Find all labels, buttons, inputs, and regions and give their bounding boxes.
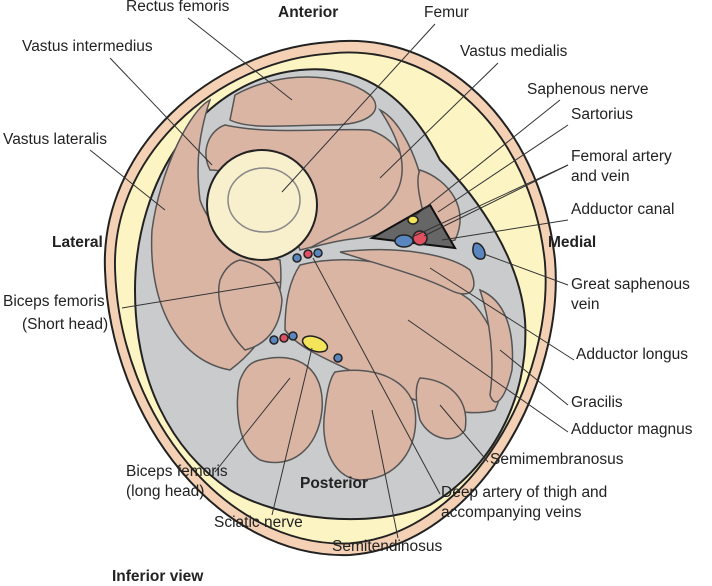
label-vastus-medialis: Vastus medialis <box>460 43 568 60</box>
gracilis-muscle <box>478 288 514 403</box>
label-femoral-vein: and vein <box>571 168 630 185</box>
femoral-vein-mark <box>394 234 414 248</box>
adductor-longus-muscle <box>339 249 475 295</box>
label-vastus-intermedius: Vastus intermedius <box>22 38 153 55</box>
label-adductor-magnus: Adductor magnus <box>571 421 693 438</box>
biceps-long-head-muscle <box>236 356 323 464</box>
label-adductor-canal: Adductor canal <box>571 201 675 218</box>
vessel-mark <box>288 331 298 341</box>
deep-artery-mark <box>303 249 313 259</box>
label-medial: Medial <box>548 234 597 251</box>
sciatic-nerve-mark <box>301 335 329 353</box>
label-femur: Femur <box>424 4 469 21</box>
label-anterior: Anterior <box>278 4 339 21</box>
label-rectus-femoris: Rectus femoris <box>126 0 230 15</box>
label-gracilis: Gracilis <box>571 394 623 411</box>
label-sciatic-nerve: Sciatic nerve <box>214 514 303 531</box>
rectus-femoris-muscle <box>229 76 377 127</box>
label-great-saphenous: Great saphenous <box>571 276 690 293</box>
semitendinosus-muscle <box>323 369 417 481</box>
leader-lines <box>89 17 575 539</box>
semimembranosus-muscle <box>415 377 467 440</box>
label-vastus-lateralis: Vastus lateralis <box>3 131 107 148</box>
label-semitendinosus: Semitendinosus <box>332 538 443 555</box>
label-semimembranosus: Semimembranosus <box>490 451 624 468</box>
label-lateral: Lateral <box>52 234 103 251</box>
label-biceps-long: Biceps femoris <box>126 463 228 480</box>
label-deep-artery: Deep artery of thigh and <box>441 484 608 501</box>
label-adductor-longus: Adductor longus <box>576 346 689 363</box>
vessel-mark <box>279 333 289 343</box>
femur-marrow <box>227 167 301 233</box>
label-sartorius: Sartorius <box>571 106 634 123</box>
great-saphenous-vein-mark <box>472 242 486 260</box>
deep-vein-mark <box>292 253 302 263</box>
label-saphenous-nerve: Saphenous nerve <box>527 81 649 98</box>
label-posterior: Posterior <box>300 475 369 492</box>
saphenous-nerve-mark <box>407 215 419 225</box>
deep-vein-mark <box>313 248 323 258</box>
label-biceps-short: Biceps femoris <box>3 293 105 310</box>
label-femoral-artery: Femoral artery <box>571 148 672 165</box>
label-inferior-view: Inferior view <box>112 568 204 585</box>
label-great-saphenous-vein: vein <box>571 296 600 313</box>
vessel-mark <box>269 335 279 345</box>
vessel-mark <box>333 353 343 363</box>
label-biceps-short-head: (Short head) <box>22 316 109 333</box>
label-accompanying-veins: accompanying veins <box>441 504 582 521</box>
label-biceps-long-head: (long head) <box>126 483 205 500</box>
